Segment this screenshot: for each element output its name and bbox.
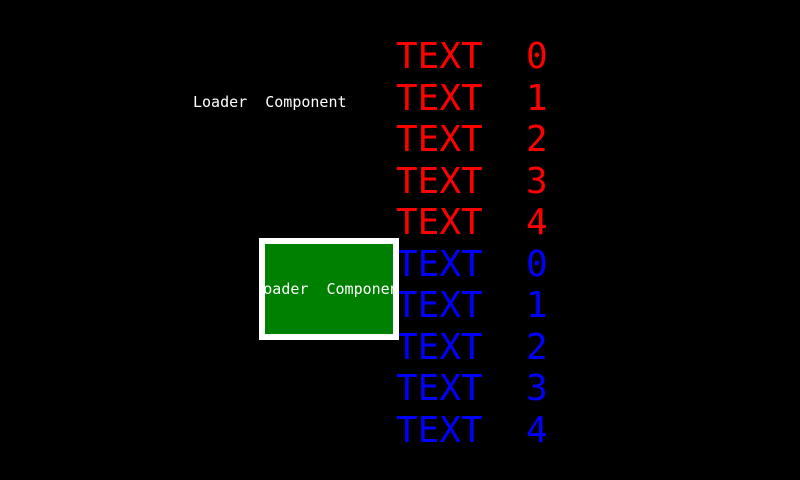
text-row: TEXT 0 [396, 36, 548, 77]
text-row: TEXT 0 [396, 243, 548, 285]
text-row: TEXT 2 [396, 119, 548, 160]
text-row: TEXT 1 [396, 285, 548, 326]
loader-component-label: Loader Component [193, 93, 347, 111]
text-row: TEXT 3 [396, 160, 548, 202]
loader-component-box: Loader Component [259, 238, 399, 340]
text-row: TEXT 4 [396, 409, 548, 451]
text-row: TEXT 4 [396, 202, 548, 243]
loader-component-box-label: Loader Component [259, 280, 399, 298]
text-row: TEXT 3 [396, 368, 548, 409]
text-row: TEXT 1 [396, 77, 548, 119]
text-row-list: TEXT 0 TEXT 1 TEXT 2 TEXT 3 TEXT 4 TEXT … [396, 36, 596, 451]
text-row: TEXT 2 [396, 326, 548, 368]
